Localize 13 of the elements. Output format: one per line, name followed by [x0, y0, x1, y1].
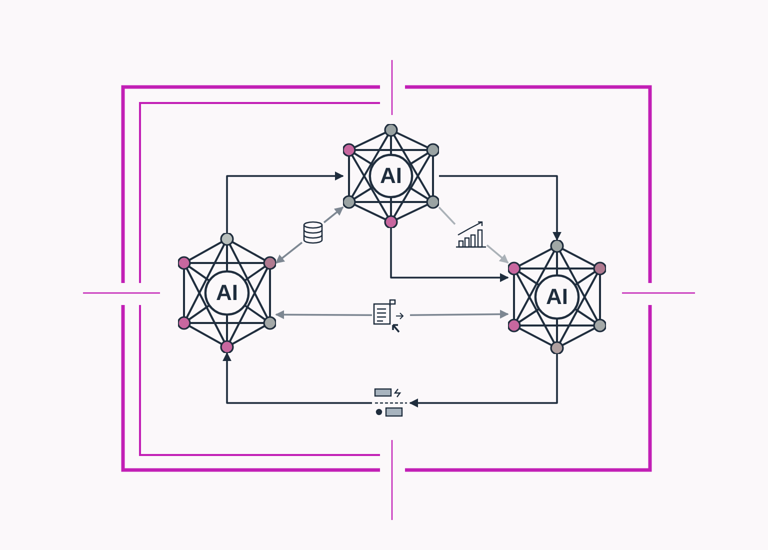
arrow [275, 310, 372, 320]
arrow [439, 175, 562, 241]
arrow [226, 172, 344, 233]
arrow [410, 310, 509, 319]
arrow [486, 244, 509, 264]
node-label: AI [216, 282, 238, 304]
arrow [390, 228, 509, 282]
arrow [409, 354, 558, 408]
node-label: AI [380, 165, 402, 187]
node-label: AI [546, 286, 568, 308]
arrow [323, 206, 344, 224]
arrow [275, 242, 303, 264]
arrow [222, 352, 372, 404]
